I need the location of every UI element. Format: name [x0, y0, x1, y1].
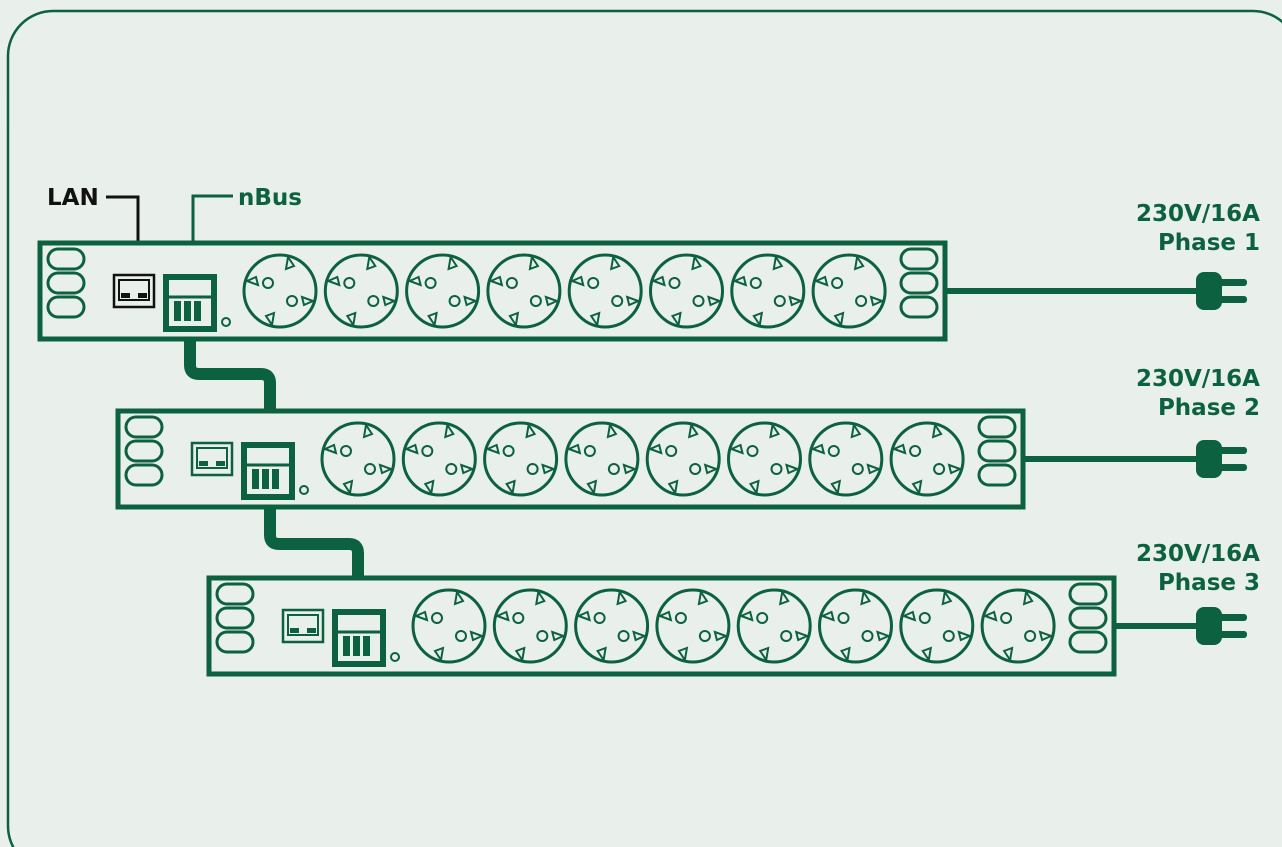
phase-label: Phase 1	[1158, 230, 1260, 256]
outlet-icon	[808, 421, 884, 497]
mounting-slots-left	[215, 582, 255, 654]
voltage-label: 230V/16A	[1136, 366, 1260, 392]
outlet-icon	[727, 421, 802, 497]
power-strip-1: 230V/16A Phase 1	[37, 201, 1260, 342]
outlet-icon	[401, 421, 477, 497]
outlet-icon	[486, 253, 562, 329]
lan-port-icon	[112, 273, 156, 309]
outlet-icon	[483, 421, 559, 497]
phase-label: Phase 2	[1158, 395, 1260, 421]
outlet-icon	[411, 588, 487, 664]
nbus-connector-icon	[241, 442, 295, 500]
plug-icon	[1196, 272, 1247, 310]
outlet-icon	[655, 588, 731, 664]
nbus-connector-icon	[332, 609, 386, 667]
strip-body	[206, 575, 1117, 677]
outlet-icon	[320, 421, 396, 497]
nbus-connector-icon	[163, 274, 217, 332]
plug-icon	[1196, 440, 1247, 478]
status-led	[390, 652, 400, 662]
status-led	[299, 485, 309, 495]
outlet-icon	[242, 253, 318, 329]
outlet-icon	[567, 253, 643, 329]
outlet-icon	[645, 421, 721, 497]
nbus-label: nBus	[238, 185, 302, 211]
mounting-slots-right	[899, 247, 939, 319]
nbus-cable	[184, 330, 276, 447]
outlet-icon	[492, 588, 568, 664]
lan-port-icon	[190, 441, 234, 477]
nbus-cable-2	[264, 495, 364, 613]
outlet-icon	[405, 253, 481, 329]
lan-label: LAN	[47, 185, 99, 211]
lan-port-icon	[281, 608, 325, 644]
plug-icon	[1196, 607, 1247, 645]
voltage-label: 230V/16A	[1136, 541, 1260, 567]
outlet-icon	[889, 421, 965, 497]
power-strip-3: 230V/16A Phase 3	[206, 541, 1260, 677]
status-led	[221, 317, 231, 327]
outlet-icon	[649, 253, 724, 329]
outlet-icon	[323, 253, 399, 329]
mounting-slots-right	[977, 415, 1017, 487]
outlet-icon	[811, 253, 887, 329]
outlet-icon	[818, 588, 893, 664]
mounting-slots-right	[1068, 582, 1108, 654]
mounting-slots-left	[124, 415, 164, 487]
outlet-icon	[980, 588, 1056, 664]
outlet-icon	[564, 421, 640, 497]
outlet-icon	[574, 588, 650, 664]
outlet-icon	[899, 588, 975, 664]
voltage-label: 230V/16A	[1136, 201, 1260, 227]
phase-label: Phase 3	[1158, 570, 1260, 596]
power-strip-2: 230V/16A Phase 2	[115, 366, 1260, 510]
mounting-slots-left	[46, 247, 86, 319]
outlet-icon	[730, 253, 806, 329]
power-strips: 230V/16A Phase 1 230V/16A Phase 2 230V/16A Ph…	[37, 201, 1260, 677]
outlet-icon	[736, 588, 812, 664]
